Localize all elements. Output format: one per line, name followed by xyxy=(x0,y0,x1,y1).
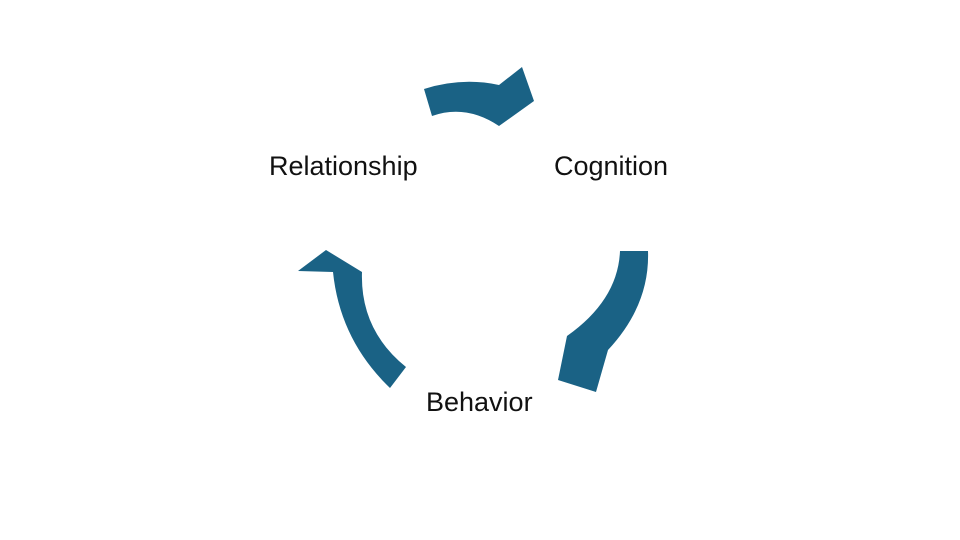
arrow-cognition-to-behavior xyxy=(558,251,649,392)
node-label-cognition: Cognition xyxy=(554,151,669,181)
arrow-behavior-to-relationship xyxy=(298,250,406,388)
node-label-behavior: Behavior xyxy=(426,387,533,417)
arrow-relationship-to-cognition xyxy=(424,67,534,126)
node-label-relationship: Relationship xyxy=(269,151,418,181)
